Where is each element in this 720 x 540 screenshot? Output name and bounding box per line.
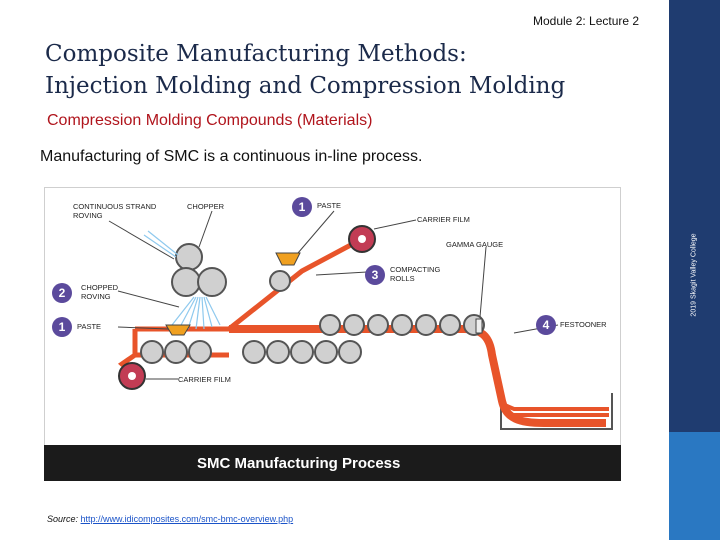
festooner-tank xyxy=(500,393,613,430)
roller xyxy=(188,340,212,364)
roller xyxy=(314,340,338,364)
source-citation: Source: http://www.idicomposites.com/smc… xyxy=(47,514,293,524)
chopper-roll-right xyxy=(197,267,227,297)
label-carrier-film-top: CARRIER FILM xyxy=(417,215,470,224)
roller xyxy=(439,314,461,336)
marker-2: 2 xyxy=(52,283,72,303)
roller xyxy=(266,340,290,364)
gamma-gauge xyxy=(475,318,483,334)
roller xyxy=(338,340,362,364)
roller xyxy=(391,314,413,336)
marker-1-left-number: 1 xyxy=(59,320,66,334)
chopper-top-roll xyxy=(175,243,203,271)
copyright-text: 2019 Skagit Valley College xyxy=(690,233,698,317)
leader-lines xyxy=(108,210,559,380)
body-text: Manufacturing of SMC is a continuous in-… xyxy=(40,148,423,165)
label-chopped-roving-1: CHOPPED xyxy=(81,283,119,292)
marker-1-top: 1 xyxy=(292,197,312,217)
label-compacting-rolls-2: ROLLS xyxy=(390,274,415,283)
roller xyxy=(319,314,341,336)
module-label: Module 2: Lecture 2 xyxy=(533,14,640,28)
label-chopper: CHOPPER xyxy=(187,202,225,211)
sidebar-divider xyxy=(668,0,669,540)
source-link[interactable]: http://www.idicomposites.com/smc-bmc-ove… xyxy=(80,514,294,524)
label-compacting-rolls-1: COMPACTING xyxy=(390,265,440,274)
label-continuous-strand-roving-2: ROVING xyxy=(73,211,103,220)
label-paste-top: PASTE xyxy=(317,201,341,210)
paste-box-left xyxy=(165,324,191,336)
marker-3: 3 xyxy=(365,265,385,285)
page-title: Composite Manufacturing Methods: Injecti… xyxy=(45,38,565,102)
roller-line xyxy=(140,270,485,364)
marker-4: 4 xyxy=(536,315,556,335)
smc-process-diagram: CONTINUOUS STRAND ROVING CHOPPER PASTE C… xyxy=(44,187,621,481)
roller xyxy=(164,340,188,364)
paste-box-top xyxy=(275,252,301,266)
roller xyxy=(415,314,437,336)
roller xyxy=(269,270,291,292)
marker-3-number: 3 xyxy=(372,268,379,282)
source-label: Source: xyxy=(47,514,79,524)
label-gamma-gauge: GAMMA GAUGE xyxy=(446,240,503,249)
marker-1-left: 1 xyxy=(52,317,72,337)
roller xyxy=(367,314,389,336)
carrier-film-roll-top-hub xyxy=(358,235,366,243)
chopper-roll-left xyxy=(171,267,201,297)
marker-1-top-number: 1 xyxy=(299,200,306,214)
carrier-film-roll-bottom-hub xyxy=(128,372,136,380)
label-chopped-roving-2: ROVING xyxy=(81,292,111,301)
marker-4-number: 4 xyxy=(543,318,550,332)
festoon-fold xyxy=(499,401,609,411)
fiber-spray xyxy=(143,230,221,330)
roller xyxy=(290,340,314,364)
roller xyxy=(343,314,365,336)
figure-caption: SMC Manufacturing Process xyxy=(197,455,400,472)
roller xyxy=(140,340,164,364)
marker-2-number: 2 xyxy=(59,286,66,300)
sidebar-accent xyxy=(669,432,720,540)
label-carrier-film-bottom: CARRIER FILM xyxy=(178,375,231,384)
label-continuous-strand-roving-1: CONTINUOUS STRAND xyxy=(73,202,157,211)
label-festooner: FESTOONER xyxy=(560,320,607,329)
caption-bar xyxy=(44,445,621,481)
chopper xyxy=(171,243,227,297)
title-line-2: Injection Molding and Compression Moldin… xyxy=(45,73,566,99)
section-subtitle: Compression Molding Compounds (Materials… xyxy=(47,112,373,129)
title-line-1: Composite Manufacturing Methods: xyxy=(45,41,467,67)
roller xyxy=(242,340,266,364)
label-paste-left: PASTE xyxy=(77,322,101,331)
